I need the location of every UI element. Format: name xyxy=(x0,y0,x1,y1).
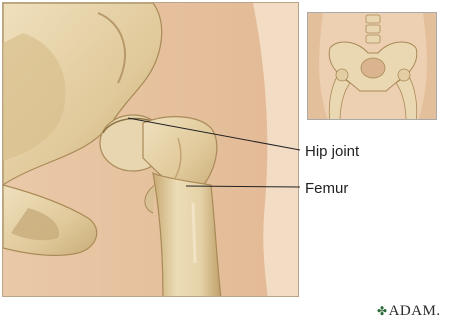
femur-label: Femur xyxy=(305,180,348,197)
hip-illustration-main xyxy=(2,2,299,297)
pelvis-overview-drawing xyxy=(308,13,437,120)
adam-logo-text: ADAM. xyxy=(389,303,441,320)
hip-anatomy-drawing xyxy=(3,3,299,297)
hip-joint-label: Hip joint xyxy=(305,143,359,160)
adam-logo: ✤ ADAM. xyxy=(377,303,441,320)
pelvis-overview-inset xyxy=(307,12,437,120)
clover-icon: ✤ xyxy=(377,304,388,319)
